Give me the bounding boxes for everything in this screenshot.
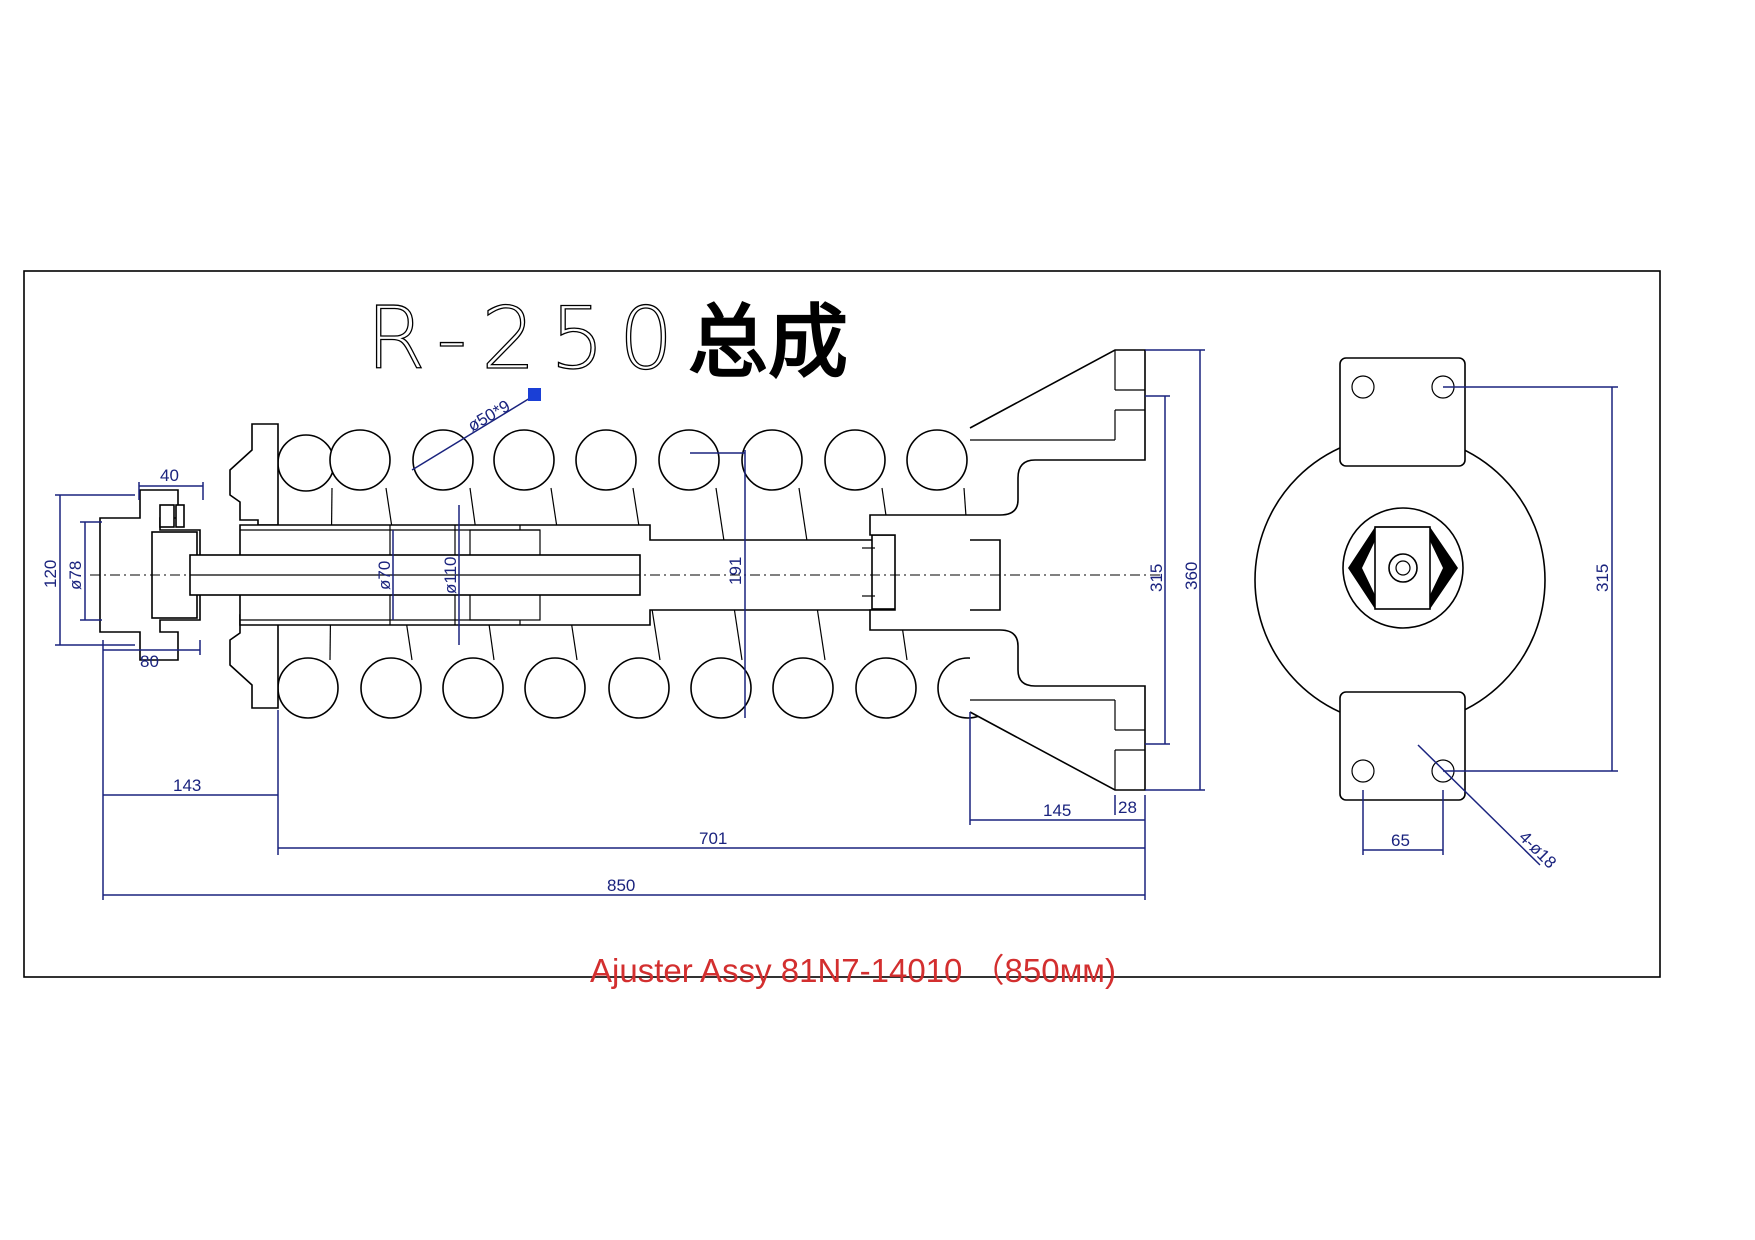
spring-coils-bottom (277, 657, 999, 719)
bolt-hole (1351, 375, 1375, 399)
dim-120: 120 (41, 560, 60, 588)
dim-315: 315 (1147, 564, 1166, 592)
drawing-frame (23, 270, 1661, 978)
end-view-dimensions (1362, 386, 1618, 866)
spring-seat-upper (229, 423, 279, 526)
dim-315-end: 315 (1593, 564, 1612, 592)
side-view-dimensions (55, 349, 1205, 900)
end-bracket (869, 349, 1146, 791)
dim-holes: 4-ø18 (1515, 827, 1560, 872)
dim-28: 28 (1118, 798, 1137, 817)
dim-78: ø78 (66, 561, 85, 590)
dim-850: 850 (607, 876, 635, 895)
dim-40: 40 (160, 466, 179, 485)
bolt-hole (1351, 759, 1375, 783)
end-view-bottom-plate (1339, 691, 1466, 801)
dim-80: 80 (140, 652, 159, 671)
dim-65: 65 (1391, 831, 1410, 850)
dim-701: 701 (699, 829, 727, 848)
title-model: R-250 (366, 289, 687, 389)
dim-360: 360 (1182, 562, 1201, 590)
end-view-top-plate (1339, 357, 1466, 467)
caption: Ajuster Assy 81N7-14010 （850мм) (590, 952, 1116, 989)
spring-wire-marker (528, 388, 541, 401)
dim-143: 143 (173, 776, 201, 795)
dim-50x9: ø50*9 (465, 396, 514, 435)
dim-145: 145 (1043, 801, 1071, 820)
dim-70: ø70 (375, 561, 394, 590)
spring-coils-top (277, 429, 968, 492)
dim-191: 191 (726, 557, 745, 585)
title-suffix: 总成 (688, 296, 848, 389)
dim-110: ø110 (441, 557, 460, 595)
